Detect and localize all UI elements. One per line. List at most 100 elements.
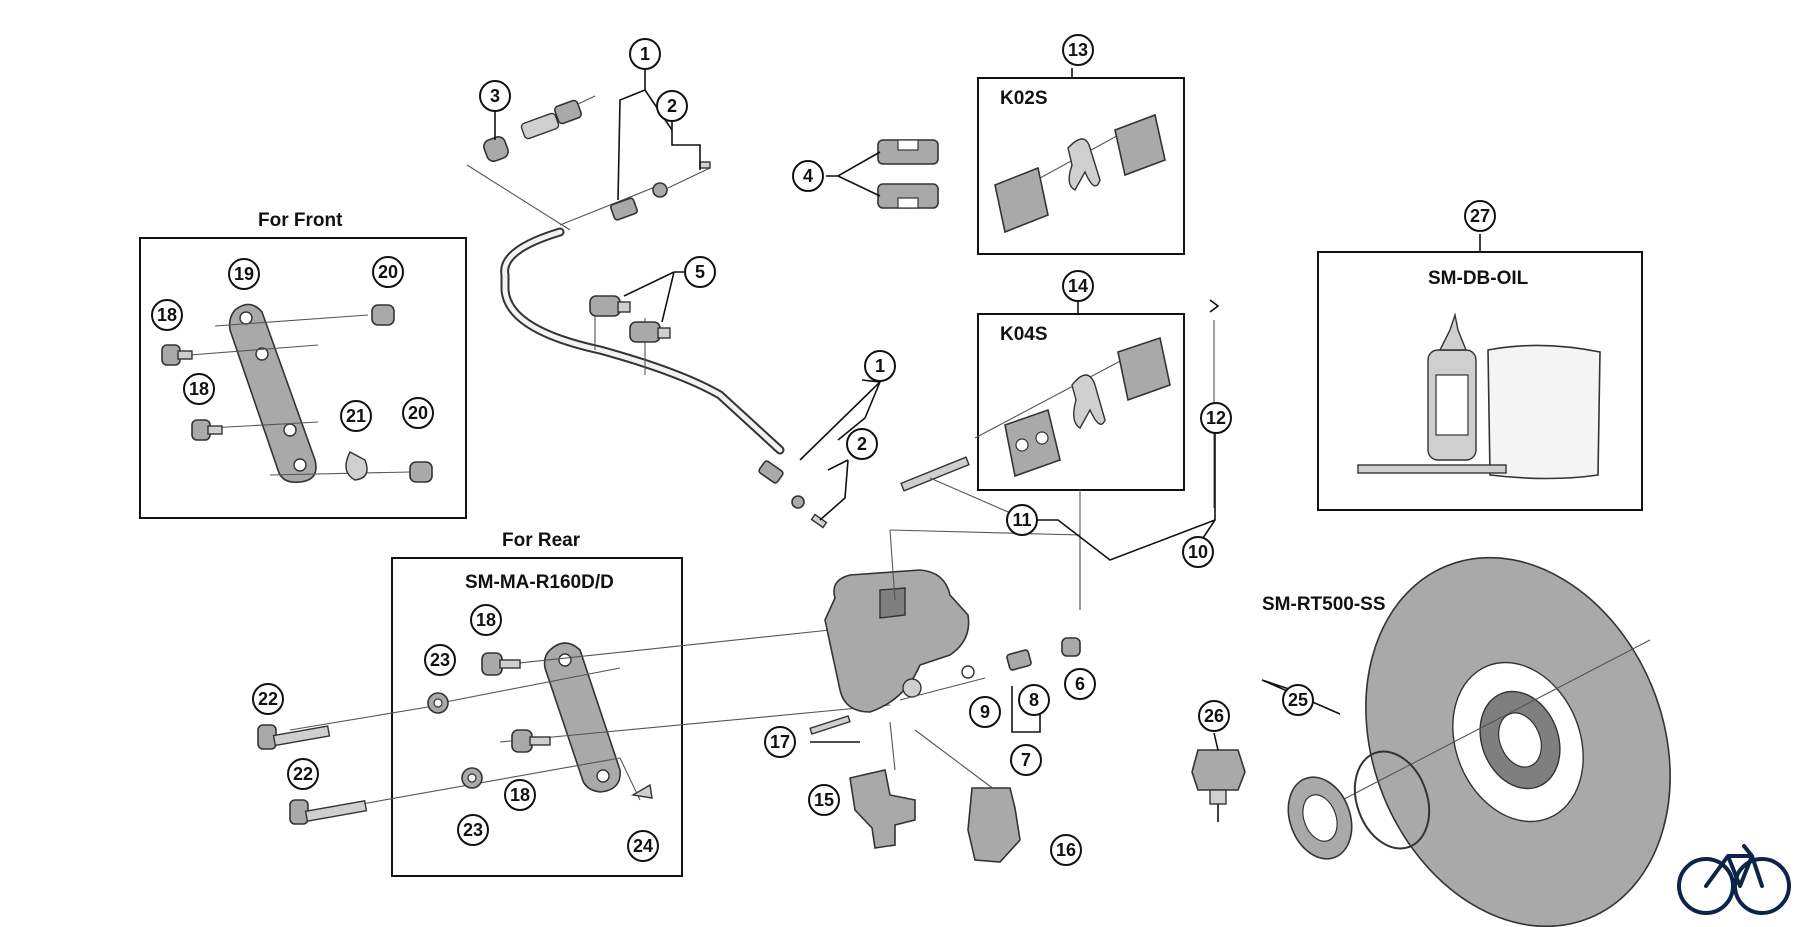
caliper-part <box>824 529 1081 791</box>
callout-number: 18 <box>476 610 496 630</box>
callout-2b: 2 <box>846 428 878 460</box>
callout-number: 2 <box>857 434 867 454</box>
bicycle-icon <box>1677 844 1791 915</box>
olive-insert-part <box>610 161 711 221</box>
callout-18-front-b: 18 <box>183 373 215 405</box>
rear-adapter-model: SM-MA-R160D/D <box>465 572 614 593</box>
bleed-screw-part <box>961 637 1081 679</box>
callout-number: 10 <box>1188 542 1208 562</box>
callout-10: 10 <box>1182 536 1214 568</box>
callout-22-b: 22 <box>287 758 319 790</box>
callout-number: 18 <box>510 785 530 805</box>
callout-6: 6 <box>1064 668 1096 700</box>
rear-adapter-box <box>391 557 683 877</box>
callout-21: 21 <box>340 400 372 432</box>
callout-number: 15 <box>814 790 834 810</box>
callout-18-rear-a: 18 <box>470 604 502 636</box>
callout-2a: 2 <box>656 90 688 122</box>
callout-1a: 1 <box>629 38 661 70</box>
callout-4: 4 <box>792 160 824 192</box>
callout-number: 1 <box>875 356 885 376</box>
callout-number: 2 <box>667 96 677 116</box>
callout-18-rear-b: 18 <box>504 779 536 811</box>
lockring-tool-part <box>1191 749 1246 822</box>
callout-9: 9 <box>969 696 1001 728</box>
callout-number: 3 <box>490 86 500 106</box>
callout-number: 22 <box>258 689 278 709</box>
k04s-label: K04S <box>1000 324 1048 345</box>
k02s-pad-set <box>994 113 1166 234</box>
pad-part <box>967 787 1021 863</box>
callout-20-a: 20 <box>372 256 404 288</box>
callout-number: 26 <box>1204 706 1224 726</box>
callout-23-b: 23 <box>457 814 489 846</box>
callout-number: 18 <box>157 305 177 325</box>
callout-number: 9 <box>980 702 990 722</box>
callout-22-a: 22 <box>252 683 284 715</box>
callout-number: 22 <box>293 764 313 784</box>
callout-number: 24 <box>633 836 653 856</box>
hose-joint-part <box>589 295 671 343</box>
callout-11: 11 <box>1006 504 1038 536</box>
hose-connector-part <box>483 95 596 162</box>
callout-number: 11 <box>1012 510 1031 530</box>
k04s-box <box>977 313 1185 491</box>
k02s-box <box>977 77 1185 255</box>
pin-part <box>809 715 851 735</box>
callout-number: 4 <box>803 166 813 186</box>
callout-7: 7 <box>1010 744 1042 776</box>
callout-number: 21 <box>346 406 366 426</box>
bleed-block-part <box>877 139 939 209</box>
callout-number: 23 <box>463 820 483 840</box>
callout-12: 12 <box>1200 402 1232 434</box>
callout-24: 24 <box>627 830 659 862</box>
callout-20-b: 20 <box>402 397 434 429</box>
for-rear-label: For Rear <box>502 530 581 551</box>
callout-number: 23 <box>430 650 450 670</box>
callout-number: 13 <box>1068 40 1088 60</box>
callout-number: 20 <box>408 403 428 423</box>
callout-14: 14 <box>1062 270 1094 302</box>
front-adapter-part <box>161 303 433 484</box>
callout-27: 27 <box>1464 200 1496 232</box>
callout-number: 25 <box>1288 690 1308 710</box>
callout-number: 5 <box>695 262 705 282</box>
callout-18-front-a: 18 <box>151 299 183 331</box>
callout-number: 16 <box>1056 840 1076 860</box>
callout-number: 14 <box>1068 276 1088 296</box>
callout-number: 6 <box>1075 674 1085 694</box>
callout-19: 19 <box>228 258 260 290</box>
callout-25: 25 <box>1282 684 1314 716</box>
callout-number: 1 <box>640 44 650 64</box>
callout-number: 19 <box>234 264 254 284</box>
callout-17: 17 <box>764 726 796 758</box>
callout-23-a: 23 <box>424 644 456 676</box>
front-adapter-box <box>139 237 467 519</box>
for-front-label: For Front <box>258 210 343 231</box>
callout-number: 12 <box>1206 408 1226 428</box>
rotor-model-label: SM-RT500-SS <box>1262 594 1386 615</box>
k02s-label: K02S <box>1000 88 1048 109</box>
callout-number: 17 <box>770 732 790 752</box>
k04s-pad-set <box>974 336 1171 478</box>
callout-number: 20 <box>378 262 398 282</box>
callout-26: 26 <box>1198 700 1230 732</box>
caliper-fitting-part <box>758 460 828 529</box>
callout-5: 5 <box>684 256 716 288</box>
callout-number: 8 <box>1029 690 1039 710</box>
callout-13: 13 <box>1062 34 1094 66</box>
oil-kit-label: SM-DB-OIL <box>1428 268 1529 289</box>
rear-adapter-part <box>257 629 891 825</box>
rotor-part <box>1299 556 1671 927</box>
callout-number: 18 <box>189 379 209 399</box>
callout-3: 3 <box>479 80 511 112</box>
callout-number: 7 <box>1021 750 1031 770</box>
leader-lines <box>494 64 1481 751</box>
oil-bottle-part <box>1427 312 1477 461</box>
oil-bag-part <box>1357 344 1601 480</box>
pad-spring-part <box>849 769 916 849</box>
callout-1b: 1 <box>864 350 896 382</box>
callout-8: 8 <box>1018 684 1050 716</box>
callout-16: 16 <box>1050 834 1082 866</box>
